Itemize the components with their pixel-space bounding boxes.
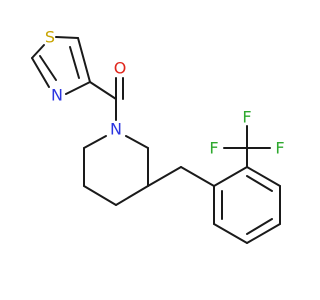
atom-piperidine-n: N	[110, 120, 122, 139]
bond-c5-c4	[77, 37, 91, 83]
bond-b3-b4-inner	[246, 218, 273, 235]
bond-c5-c4-inner	[69, 46, 80, 79]
bond-s-c5	[55, 36, 79, 39]
atom-labels: S N O N F F F	[45, 28, 285, 158]
bond-b2-b3	[213, 223, 248, 244]
atom-fluorine-right: F	[275, 139, 284, 158]
bond-b5-b6	[246, 166, 281, 187]
bond-c2-s	[31, 44, 45, 59]
bond-b5-b6-inner	[246, 175, 273, 192]
bond-c3pip-ch2a	[147, 166, 182, 187]
bond-b6-b1	[213, 166, 248, 187]
atom-fluorine-top: F	[242, 108, 251, 127]
atom-thiazole-n: N	[51, 86, 63, 105]
atom-thiazole-s: S	[45, 28, 55, 47]
bond-n-c2-inner	[39, 55, 57, 81]
bond-c4pip-c5pip	[83, 185, 117, 206]
bond-ch2a-ch2b	[180, 166, 215, 187]
atom-fluorine-left: F	[209, 139, 218, 158]
bonds	[31, 36, 281, 244]
bond-c4-carbonyl	[89, 81, 117, 100]
bond-c6pip-n	[83, 135, 107, 149]
bond-c3pip-c4pip	[115, 185, 149, 206]
molecule-structure: S N O N F F F	[31, 28, 285, 244]
bond-n-c2	[31, 57, 50, 88]
atom-carbonyl-o: O	[114, 59, 127, 78]
bond-n-c2pip	[125, 135, 149, 149]
bond-c4-n	[65, 81, 91, 95]
bond-b3-b4	[246, 223, 281, 244]
